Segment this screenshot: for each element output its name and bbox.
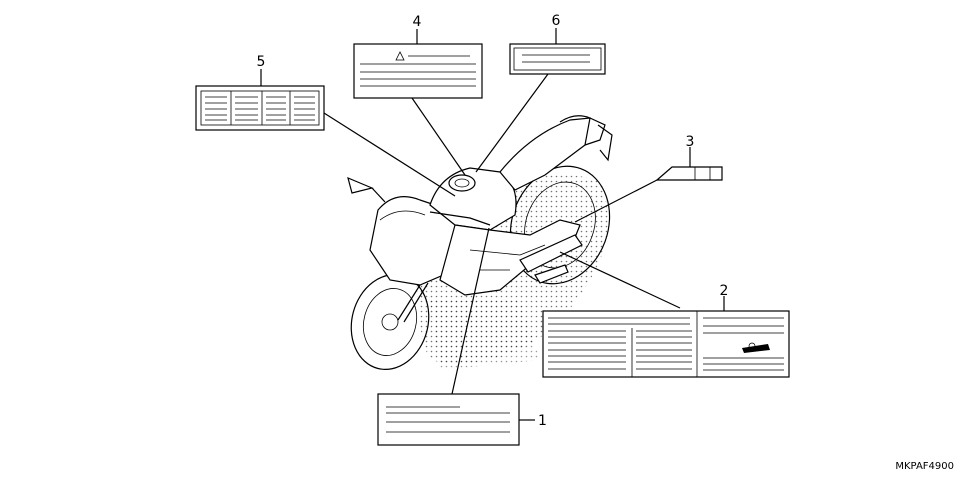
label-6 — [509, 43, 606, 75]
callout-3: 3 — [686, 134, 695, 150]
label-2 — [542, 310, 790, 378]
label-5 — [195, 85, 325, 131]
label-1 — [377, 393, 520, 446]
label-4 — [353, 43, 483, 99]
callout-6: 6 — [552, 13, 561, 29]
part-code: MKPAF4900 — [895, 461, 954, 472]
callout-2: 2 — [720, 283, 729, 299]
callout-4: 4 — [413, 14, 422, 30]
callout-5: 5 — [257, 54, 266, 70]
callout-1: 1 — [538, 413, 547, 429]
motorcycle-illustration — [347, 115, 613, 370]
label-3 — [655, 166, 723, 181]
leader-lines — [260, 28, 725, 421]
